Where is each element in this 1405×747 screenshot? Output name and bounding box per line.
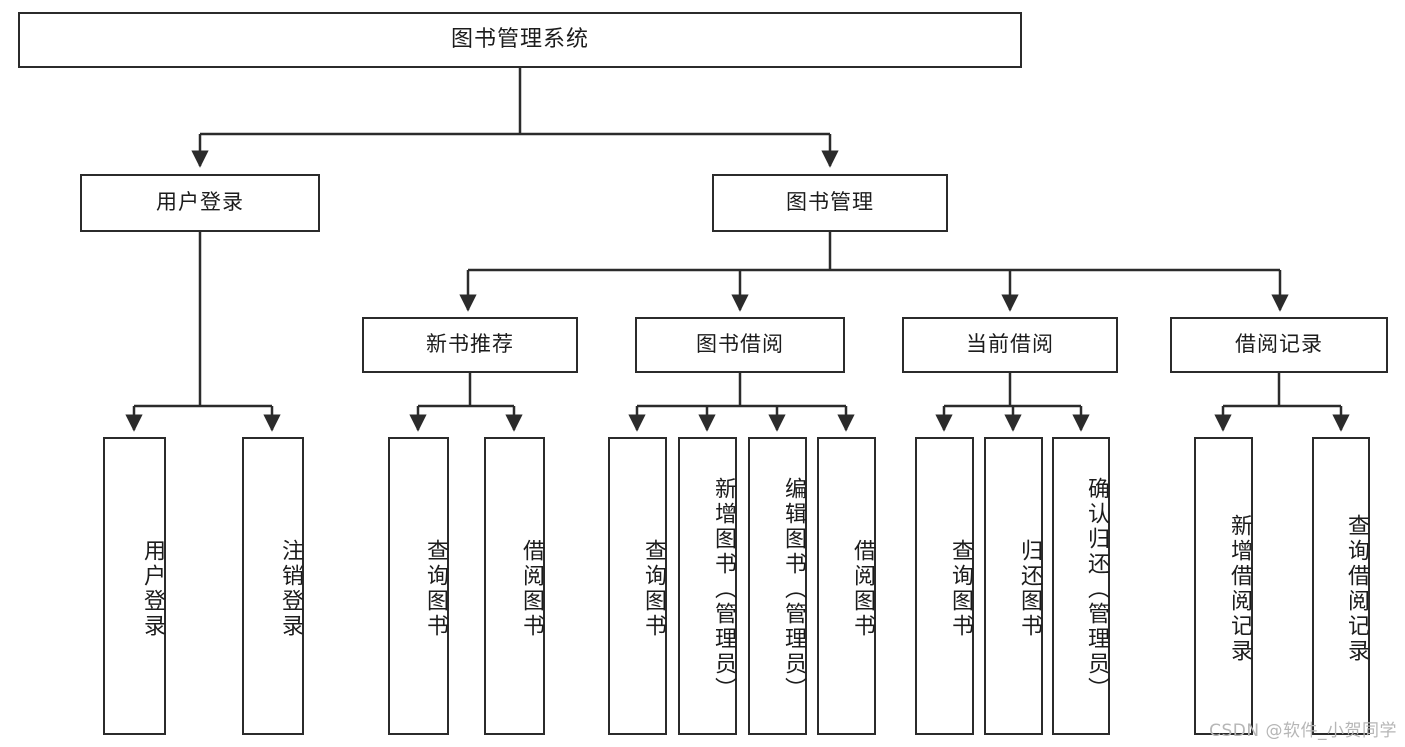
node-book-management-label: 图书管理: [786, 190, 874, 215]
leaf-confirm-return-admin[interactable]: 确认归还（管理员）: [1052, 437, 1110, 735]
leaf-add-borrow-record[interactable]: 新增借阅记录: [1194, 437, 1253, 735]
leaf-borrow-book[interactable]: 借阅图书: [817, 437, 876, 735]
leaf-label: 查询图书: [948, 539, 973, 639]
node-book-management[interactable]: 图书管理: [712, 174, 948, 232]
node-user-login[interactable]: 用户登录: [80, 174, 320, 232]
node-book-borrow[interactable]: 图书借阅: [635, 317, 845, 373]
leaf-label: 借阅图书: [519, 539, 544, 639]
node-borrow-record-label: 借阅记录: [1235, 332, 1323, 357]
leaf-label: 编辑图书（管理员）: [781, 476, 806, 702]
leaf-label: 查询图书: [423, 539, 448, 639]
node-new-book-recommend[interactable]: 新书推荐: [362, 317, 578, 373]
leaf-label: 新增图书（管理员）: [711, 476, 736, 702]
node-new-book-recommend-label: 新书推荐: [426, 332, 514, 357]
node-root-label: 图书管理系统: [450, 26, 589, 52]
node-root[interactable]: 图书管理系统: [18, 12, 1022, 68]
node-current-borrow[interactable]: 当前借阅: [902, 317, 1118, 373]
leaf-label: 新增借阅记录: [1227, 514, 1252, 664]
leaf-label: 借阅图书: [850, 539, 875, 639]
leaf-query-book-borrow[interactable]: 查询图书: [608, 437, 667, 735]
leaf-edit-book-admin[interactable]: 编辑图书（管理员）: [748, 437, 807, 735]
leaf-query-book-current[interactable]: 查询图书: [915, 437, 974, 735]
node-user-login-label: 用户登录: [156, 190, 244, 215]
node-current-borrow-label: 当前借阅: [966, 332, 1054, 357]
leaf-query-book-recommend[interactable]: 查询图书: [388, 437, 449, 735]
leaf-label: 注销登录: [278, 539, 303, 639]
leaf-query-borrow-record[interactable]: 查询借阅记录: [1312, 437, 1370, 735]
leaf-label: 查询图书: [641, 539, 666, 639]
leaf-add-book-admin[interactable]: 新增图书（管理员）: [678, 437, 737, 735]
node-borrow-record[interactable]: 借阅记录: [1170, 317, 1388, 373]
leaf-return-book[interactable]: 归还图书: [984, 437, 1043, 735]
leaf-user-login[interactable]: 用户登录: [103, 437, 166, 735]
leaf-borrow-book-recommend[interactable]: 借阅图书: [484, 437, 545, 735]
leaf-logout[interactable]: 注销登录: [242, 437, 304, 735]
watermark: CSDN @软件_小贺同学: [1209, 721, 1397, 741]
leaf-label: 确认归还（管理员）: [1084, 476, 1109, 702]
leaf-label: 归还图书: [1017, 539, 1042, 639]
node-book-borrow-label: 图书借阅: [696, 332, 784, 357]
leaf-label: 查询借阅记录: [1344, 514, 1369, 664]
leaf-label: 用户登录: [140, 539, 165, 639]
